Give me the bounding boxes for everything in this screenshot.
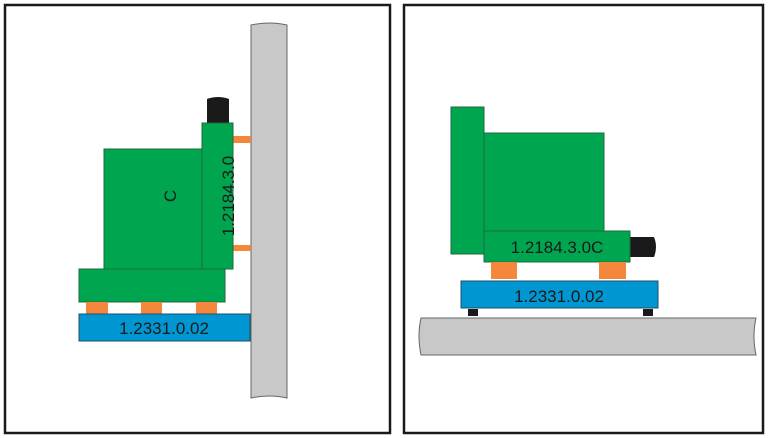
right-panel: 1.2184.3.0C 1.2331.0.02 [402, 3, 765, 435]
base-plate [78, 313, 251, 342]
main-box [483, 132, 605, 232]
foot [468, 309, 478, 316]
pad [196, 302, 217, 314]
floor [418, 317, 757, 356]
base-label: 1.2184.3.0C [511, 238, 604, 257]
vertical-part [450, 106, 485, 255]
foot [643, 309, 653, 316]
wall-bolt-bottom [233, 245, 251, 251]
cable [630, 237, 656, 257]
pad [86, 302, 108, 314]
pad [491, 262, 517, 279]
base-block [78, 268, 226, 303]
left-panel: C 1.2184.3.0 1.2331.0.02 [3, 3, 392, 435]
base-block [483, 230, 631, 263]
pad [599, 262, 626, 279]
main-box [103, 148, 203, 270]
wall [250, 22, 288, 399]
vertical-part [201, 122, 234, 270]
base-plate-label: 1.2331.0.02 [119, 319, 209, 338]
base-plate-label: 1.2331.0.02 [514, 287, 604, 306]
pad [141, 302, 162, 314]
base-plate [460, 280, 659, 309]
cable [207, 97, 229, 123]
wall-bolt-top [233, 136, 251, 143]
box-label: C [161, 190, 180, 202]
vertical-part-label: 1.2184.3.0 [219, 156, 238, 236]
